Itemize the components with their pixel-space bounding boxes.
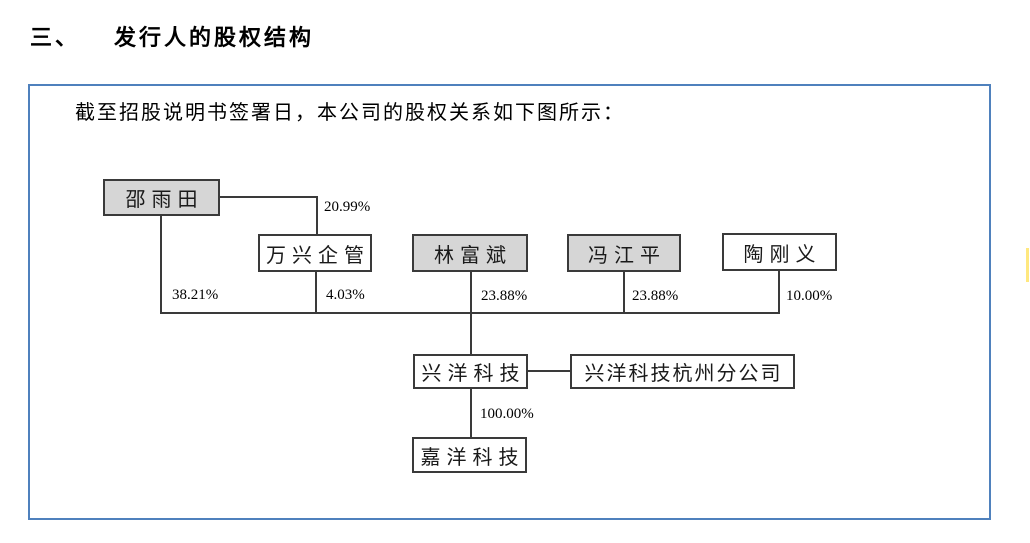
connector-shao-to-wanxing-horizontal bbox=[220, 196, 318, 198]
pct-xingyang-to-jiayang: 100.00% bbox=[480, 406, 534, 422]
content-frame: 截至招股说明书签署日，本公司的股权关系如下图所示： 邵雨田 万兴企管 林富斌 冯… bbox=[28, 84, 991, 520]
connector-wanxing-down bbox=[315, 272, 317, 314]
pct-wanxing-to-xingyang: 4.03% bbox=[326, 287, 365, 303]
node-shao-yutian: 邵雨田 bbox=[103, 179, 220, 216]
connector-shao-down bbox=[160, 216, 162, 314]
pct-shao-to-xingyang: 38.21% bbox=[172, 287, 219, 303]
section-number: 三、 bbox=[30, 25, 81, 50]
node-tao-gangyi: 陶刚义 bbox=[722, 233, 837, 271]
connector-tao-down bbox=[778, 271, 780, 314]
pct-tao-to-xingyang: 10.00% bbox=[786, 288, 833, 304]
connector-xingyang-to-branch bbox=[528, 370, 570, 372]
highlight-marker bbox=[1026, 248, 1029, 282]
connector-feng-down bbox=[623, 272, 625, 314]
node-feng-jiangping: 冯江平 bbox=[567, 234, 681, 272]
pct-feng-to-xingyang: 23.88% bbox=[632, 288, 679, 304]
node-lin-fubin: 林富斌 bbox=[412, 234, 528, 272]
section-title: 发行人的股权结构 bbox=[114, 25, 315, 50]
connector-xingyang-to-jiayang bbox=[470, 388, 472, 438]
node-jiayang-keji: 嘉洋科技 bbox=[412, 437, 527, 473]
connector-bus-horizontal bbox=[160, 312, 780, 314]
connector-shao-to-wanxing-vertical bbox=[316, 196, 318, 234]
section-heading: 三、 发行人的股权结构 bbox=[30, 20, 314, 52]
pct-lin-to-xingyang: 23.88% bbox=[481, 288, 528, 304]
node-wanxing-qiguan: 万兴企管 bbox=[258, 234, 372, 272]
pct-shao-to-wanxing: 20.99% bbox=[324, 199, 371, 215]
node-xingyang-hangzhou-branch: 兴洋科技杭州分公司 bbox=[570, 354, 795, 389]
node-xingyang-keji: 兴洋科技 bbox=[413, 354, 528, 389]
intro-text: 截至招股说明书签署日，本公司的股权关系如下图所示： bbox=[75, 102, 625, 124]
